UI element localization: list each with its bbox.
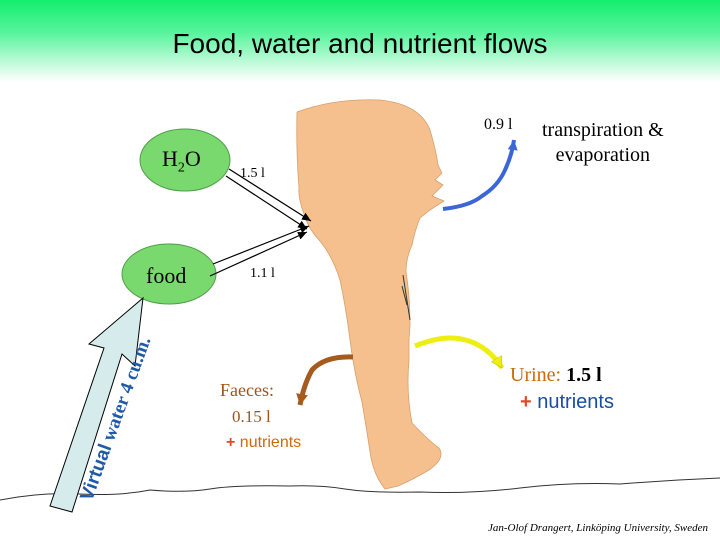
body-shading-line xyxy=(401,285,408,306)
author-credit: Jan-Olof Drangert, Linköping University,… xyxy=(488,522,708,534)
transpiration-arrow-icon xyxy=(442,139,518,211)
water-bubble xyxy=(139,128,231,192)
ground-line xyxy=(0,477,720,501)
faeces-nutrients: + nutrients xyxy=(226,434,302,451)
water-input-arrow-icon xyxy=(228,168,312,222)
urine-nutrients: + nutrients xyxy=(520,391,614,413)
water-input-arrow-icon xyxy=(225,175,308,230)
urine-label: Urine: 1.5 l xyxy=(510,364,602,386)
food-amount: 1.1 l xyxy=(250,266,275,281)
food-input-arrow-icon xyxy=(209,231,308,277)
food-input-arrow-icon xyxy=(212,225,310,265)
transpiration-amount: 0.9 l xyxy=(484,116,513,133)
human-body-silhouette xyxy=(296,99,445,490)
body-shading-line xyxy=(402,274,411,321)
food-label: food xyxy=(146,263,187,288)
water-label: H2O xyxy=(162,146,201,176)
water-amount: 1.5 l xyxy=(240,166,265,181)
title-band xyxy=(0,0,720,82)
faeces-amount: 0.15 l xyxy=(232,407,271,426)
urine-arrow-icon xyxy=(414,335,505,370)
virtual-water-arrow xyxy=(49,296,144,513)
faeces-label: Faeces: xyxy=(220,380,274,400)
food-bubble xyxy=(121,243,217,305)
faeces-arrow-icon xyxy=(296,354,354,406)
page-title: Food, water and nutrient flows xyxy=(172,28,548,59)
transpiration-label: transpiration & evaporation xyxy=(542,119,664,166)
